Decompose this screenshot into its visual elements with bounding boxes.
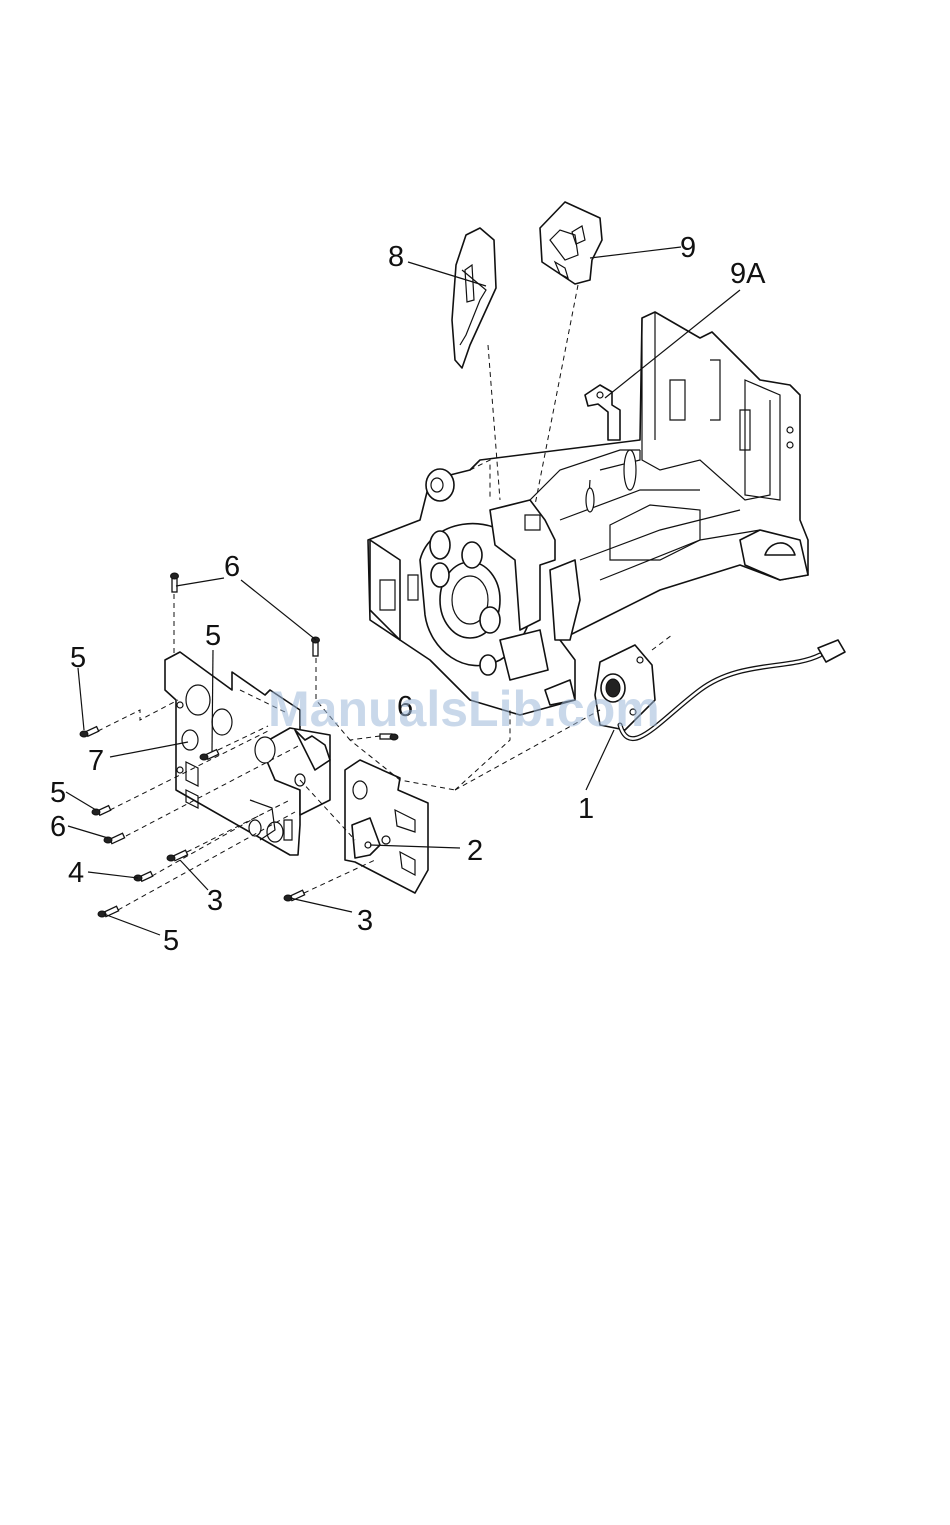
screw-6-middle — [104, 833, 125, 843]
watermark-text: ManualsLib.com — [268, 681, 660, 737]
callout-4: 4 — [68, 857, 84, 889]
callout-2: 2 — [467, 835, 483, 867]
callout-7: 7 — [88, 745, 104, 777]
part-2-plate — [345, 760, 428, 893]
callout-5-middle: 5 — [50, 777, 66, 809]
part-9-bracket — [540, 202, 602, 284]
callout-3-right: 3 — [357, 905, 373, 937]
screw-5-middle — [92, 806, 111, 816]
callout-5-bottom: 5 — [163, 925, 179, 957]
part-8-bracket — [452, 228, 496, 368]
callout-5-upper: 5 — [205, 620, 221, 652]
callout-3-left: 3 — [207, 885, 223, 917]
callout-8: 8 — [388, 241, 404, 273]
callout-6-middle: 6 — [50, 811, 66, 843]
part-9a-bracket — [585, 385, 620, 440]
callout-1: 1 — [578, 793, 594, 825]
callout-9a: 9A — [730, 258, 766, 290]
screw-5-left — [80, 727, 99, 737]
screw-6-top-left — [171, 573, 179, 592]
screw-4 — [134, 872, 153, 882]
callout-5-left: 5 — [70, 642, 86, 674]
callout-6-top: 6 — [224, 551, 240, 583]
callout-9: 9 — [680, 232, 696, 264]
main-frame — [368, 312, 808, 715]
screw-3-left — [167, 850, 188, 861]
